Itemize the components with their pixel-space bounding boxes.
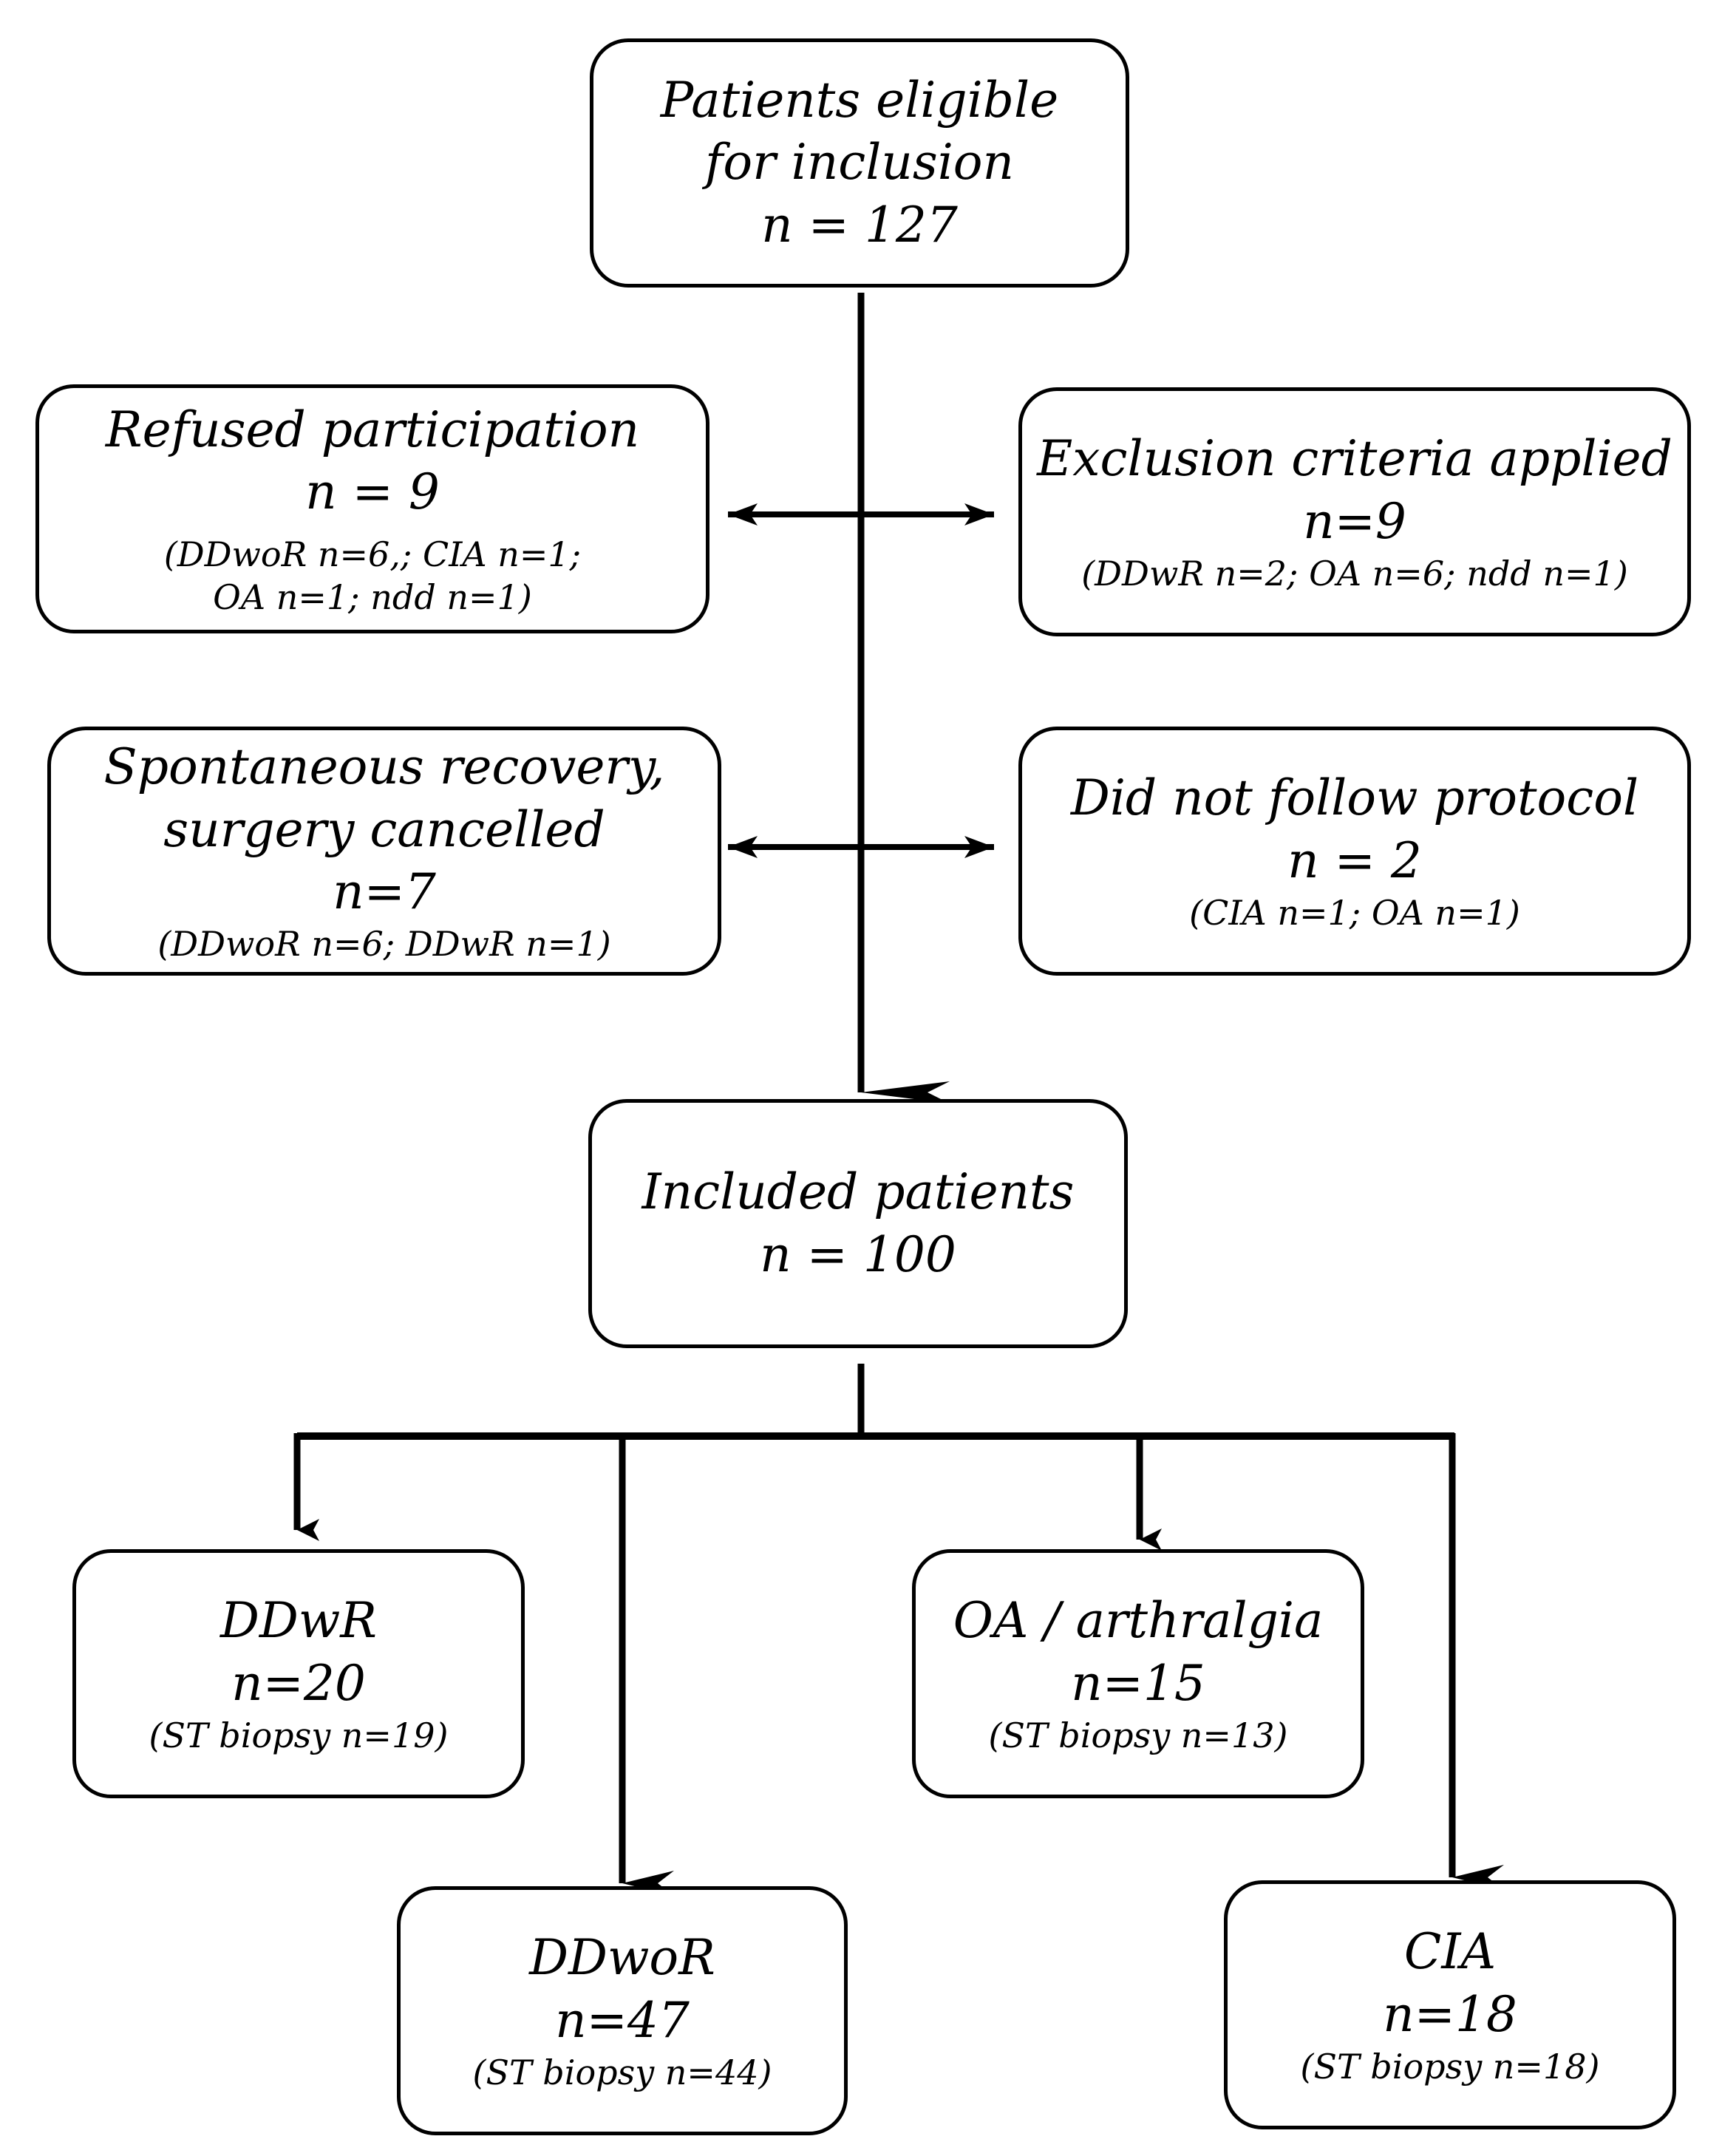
refused-title: Refused participation xyxy=(105,401,640,458)
box-oa-arthralgia: OA / arthralgia n=15 (ST biopsy n=13) xyxy=(912,1549,1364,1798)
protocol-count: n = 2 xyxy=(1287,832,1422,889)
box-eligible-patients: Patients eligible for inclusion n = 127 xyxy=(590,38,1129,288)
cia-count: n=18 xyxy=(1383,1985,1517,2043)
eligible-count: n = 127 xyxy=(761,196,958,254)
box-ddwr: DDwR n=20 (ST biopsy n=19) xyxy=(72,1549,525,1798)
oa-title: OA / arthralgia xyxy=(953,1592,1324,1650)
cia-title: CIA xyxy=(1403,1923,1497,1981)
spontaneous-line2: surgery cancelled xyxy=(163,800,605,858)
box-spontaneous-recovery: Spontaneous recovery, surgery cancelled … xyxy=(47,727,721,976)
box-exclusion-criteria: Exclusion criteria applied n=9 (DDwR n=2… xyxy=(1018,387,1691,636)
protocol-title: Did not follow protocol xyxy=(1070,769,1639,827)
refused-detail-2: OA n=1; ndd n=1) xyxy=(213,577,532,617)
ddwr-count: n=20 xyxy=(231,1654,366,1712)
ddwor-detail: (ST biopsy n=44) xyxy=(472,2053,772,2093)
spontaneous-count: n=7 xyxy=(333,863,436,920)
eligible-line2: for inclusion xyxy=(704,134,1015,191)
exclusion-title: Exclusion criteria applied xyxy=(1037,430,1672,488)
refused-detail-1: (DDwoR n=6,; CIA n=1; xyxy=(163,534,582,575)
refused-count: n = 9 xyxy=(305,463,440,520)
box-did-not-follow-protocol: Did not follow protocol n = 2 (CIA n=1; … xyxy=(1018,727,1691,976)
ddwor-count: n=47 xyxy=(555,1991,690,2049)
included-title: Included patients xyxy=(642,1163,1075,1221)
ddwr-title: DDwR xyxy=(219,1592,378,1650)
oa-detail: (ST biopsy n=13) xyxy=(988,1715,1288,1756)
ddwor-title: DDwoR xyxy=(529,1929,715,1987)
included-count: n = 100 xyxy=(760,1225,956,1283)
spontaneous-line1: Spontaneous recovery, xyxy=(103,738,665,796)
box-ddwor: DDwoR n=47 (ST biopsy n=44) xyxy=(397,1886,848,2135)
eligible-line1: Patients eligible xyxy=(660,71,1059,129)
cia-detail: (ST biopsy n=18) xyxy=(1300,2047,1600,2087)
oa-count: n=15 xyxy=(1071,1654,1205,1712)
protocol-detail: (CIA n=1; OA n=1) xyxy=(1189,893,1520,934)
box-refused-participation: Refused participation n = 9 (DDwoR n=6,;… xyxy=(35,384,709,633)
ddwr-detail: (ST biopsy n=19) xyxy=(149,1715,449,1756)
box-cia: CIA n=18 (ST biopsy n=18) xyxy=(1224,1880,1676,2129)
exclusion-detail: (DDwR n=2; OA n=6; ndd n=1) xyxy=(1081,554,1628,594)
spontaneous-detail: (DDwoR n=6; DDwR n=1) xyxy=(157,924,611,965)
box-included-patients: Included patients n = 100 xyxy=(588,1099,1128,1348)
exclusion-count: n=9 xyxy=(1303,492,1406,550)
